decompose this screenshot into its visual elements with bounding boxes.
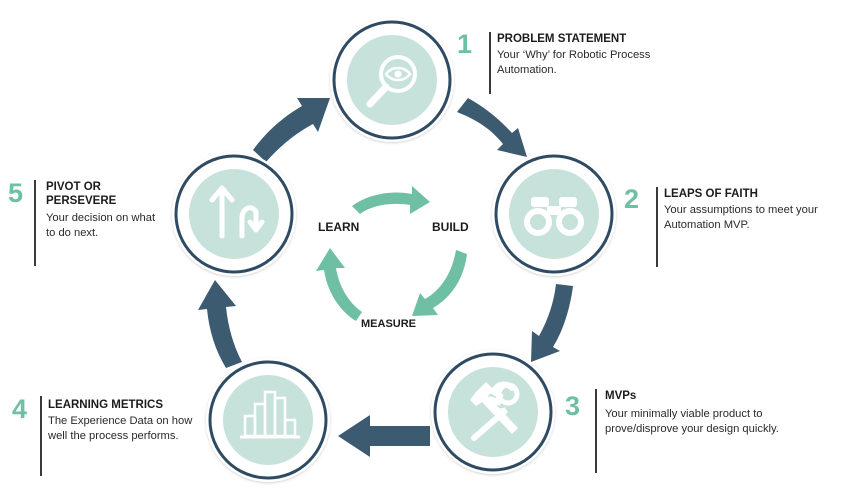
arrow-2-to-3 (531, 284, 573, 362)
step-divider (34, 180, 36, 266)
arrow-4-to-5 (198, 280, 242, 368)
cycle-label-build: BUILD (432, 220, 469, 234)
step-number: 4 (12, 394, 28, 424)
step-divider (40, 396, 42, 476)
magnifier-eye-icon (366, 55, 417, 108)
inner-arrow-build-to-measure (412, 250, 467, 316)
arrow-1-to-2 (457, 98, 527, 157)
bar-chart-icon (240, 390, 300, 439)
step-circles (172, 18, 616, 482)
step-description-line: Your minimally viable product to (605, 408, 763, 420)
circle-step-4 (206, 358, 330, 482)
step-divider (489, 32, 491, 94)
step-description-line: prove/disprove your design quickly. (605, 423, 779, 435)
arrow-5-to-1 (253, 98, 330, 162)
step-divider (656, 187, 658, 267)
inner-arrow-measure-to-learn (316, 248, 362, 321)
step-number: 3 (565, 391, 581, 421)
binoculars-icon (524, 197, 584, 236)
step-description-line: well the process performs. (48, 430, 179, 442)
step-title: MVPs (605, 390, 637, 402)
inner-cycle-arrows (316, 186, 467, 321)
step-description-line: Automation. (497, 64, 557, 76)
step-divider (595, 389, 597, 473)
step-description-line: Automation MVP. (664, 219, 750, 231)
outer-cycle-arrows (198, 98, 573, 457)
step-title: LEARNING METRICS (48, 399, 163, 411)
step-number: 2 (624, 184, 640, 214)
step-title: PERSEVERE (46, 195, 117, 207)
cycle-label-measure: MEASURE (361, 318, 417, 330)
step-description-line: to do next. (46, 227, 99, 239)
step-description-line: Your assumptions to meet your (664, 204, 818, 216)
step-number: 1 (457, 29, 473, 59)
step-description-line: The Experience Data on how (48, 415, 193, 427)
arrow-3-to-4 (338, 415, 430, 457)
circle-step-5 (172, 152, 296, 276)
hammer-wrench-icon (470, 381, 520, 441)
turn-arrows-icon (209, 185, 265, 239)
step-description-line: Your decision on what (46, 212, 156, 224)
cycle-label-learn: LEARN (318, 220, 360, 234)
step-title: PIVOT OR (46, 181, 101, 193)
inner-arrow-learn-to-build (352, 186, 430, 214)
step-title: PROBLEM STATEMENT (497, 33, 627, 45)
step-description-line: Your ‘Why’ for Robotic Process (497, 49, 651, 61)
step-title: LEAPS OF FAITH (664, 188, 758, 200)
step-number: 5 (8, 178, 24, 208)
